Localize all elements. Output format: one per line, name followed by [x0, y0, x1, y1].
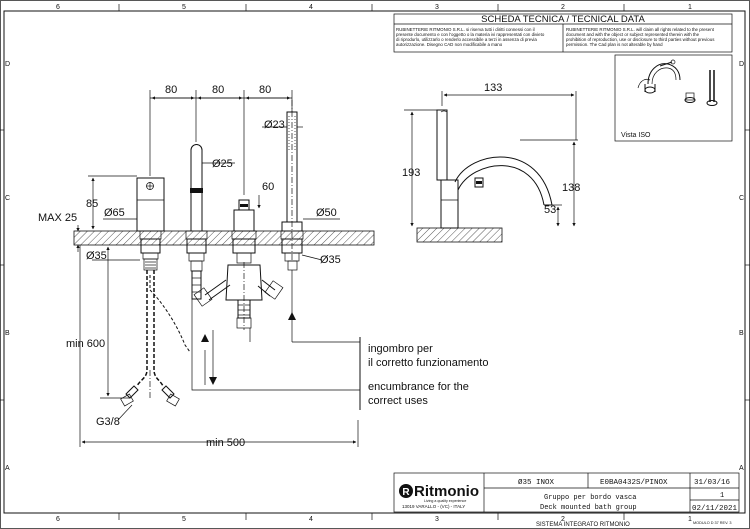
finish-code: Ø35 INOX [518, 478, 555, 487]
zone-left-d: D [5, 61, 10, 68]
zone-bottom-5: 5 [182, 516, 186, 523]
lever-mixer [136, 177, 165, 271]
footer-module: MODULO D 37 REV. 3 [693, 521, 731, 525]
installation-dimensions: min 600 min 500 G3/8 [66, 245, 359, 449]
brand-name: Ritmonio [414, 483, 479, 500]
zone-top-4: 4 [309, 4, 313, 11]
front-view: 80 80 80 [38, 84, 488, 449]
dim-d35-right: Ø35 [320, 254, 341, 266]
title-block: R Ritmonio Living a quality experience 1… [393, 472, 740, 513]
zone-bottom-4: 4 [309, 516, 313, 523]
dim-80-right: 80 [259, 84, 271, 96]
callout-it-line2: il corretto funzionamento [368, 357, 488, 369]
zone-left-b: B [5, 330, 10, 337]
deck-hatching [73, 230, 375, 246]
footer-system: SISTEMA INTEGRATO RITMONIO [536, 522, 630, 528]
deck-spout [185, 144, 208, 300]
iso-view-label: Vista ISO [621, 132, 651, 139]
diverter-valve [193, 199, 284, 330]
front-annotations: Ø23 Ø25 85 MAX 25 Ø65 60 Ø50 Ø35 Ø35 [38, 119, 341, 266]
dim-g38: G3/8 [96, 416, 120, 428]
brand-tagline: Living a quality experience [424, 499, 466, 503]
zone-left-a: A [5, 465, 10, 472]
description-english: Deck mounted bath group [540, 504, 637, 512]
product-code: E0BA0432S/PINOX [600, 479, 668, 487]
callout-en-line1: encumbrance for the [368, 381, 469, 393]
callout-en-line2: correct uses [368, 395, 428, 407]
description-italian: Gruppo per bordo vasca [544, 494, 636, 502]
iso-view-panel: Vista ISO [614, 54, 733, 142]
dim-min-600: min 600 [66, 338, 105, 350]
brand-address: 13019 VARALLO - (VC) - ITALY [402, 504, 465, 509]
dim-80-middle: 80 [212, 84, 224, 96]
dim-85: 85 [86, 198, 98, 210]
zone-right-c: C [739, 195, 744, 202]
zone-right-a: A [739, 465, 744, 472]
technical-data-header: SCHEDA TECNICA / TECNICAL DATA RUBINETTE… [393, 13, 733, 53]
zone-top-1: 1 [688, 4, 692, 11]
dim-max-25: MAX 25 [38, 212, 77, 224]
hand-shower [280, 100, 304, 271]
sheet-number: 1 [720, 492, 724, 500]
dim-d65: Ø65 [104, 207, 125, 219]
zone-left-c: C [5, 195, 10, 202]
dim-133: 133 [484, 82, 502, 94]
dim-53: 53 [544, 204, 556, 216]
callout-it-line1: ingombro per [368, 343, 433, 355]
side-deck-hatching [416, 227, 503, 243]
side-view: 133 193 138 53 [402, 82, 580, 243]
flex-hoses [120, 270, 191, 407]
date-revised: 02/11/2021 [692, 505, 738, 513]
side-dimensions: 133 193 138 53 [402, 82, 580, 227]
zone-top-6: 6 [56, 4, 60, 11]
dim-193: 193 [402, 167, 420, 179]
encumbrance-callout: ingombro per il corretto funzionamento e… [359, 337, 488, 410]
legal-note-italian: RUBINETTERIE RITMONIO S.R.L. si riserva … [396, 27, 546, 47]
legal-note-english: RUBINETTERIE RITMONIO S.R.L. will claim … [566, 27, 716, 47]
zone-bottom-6: 6 [56, 516, 60, 523]
zone-bottom-1: 1 [688, 516, 692, 523]
zone-bottom-2: 2 [561, 516, 565, 523]
zone-top-3: 3 [435, 4, 439, 11]
dim-138: 138 [562, 182, 580, 194]
spacing-dimensions: 80 80 80 [149, 84, 293, 195]
brand-logo-mark: R [402, 487, 410, 498]
dim-d50: Ø50 [316, 207, 337, 219]
side-spout-arc [454, 156, 553, 206]
zone-bottom-3: 3 [435, 516, 439, 523]
dim-60: 60 [262, 181, 274, 193]
dim-80-left: 80 [165, 84, 177, 96]
iso-faucet-illustration [637, 59, 718, 106]
brand-logo: R Ritmonio Living a quality experience 1… [399, 483, 479, 509]
date-created: 31/03/16 [694, 479, 731, 487]
dim-d25: Ø25 [212, 158, 233, 170]
zone-markers: 6 5 4 3 2 1 6 5 4 3 2 1 D C B A D C B A [0, 4, 750, 523]
zone-top-5: 5 [182, 4, 186, 11]
zone-right-b: B [739, 330, 744, 337]
dim-d23: Ø23 [264, 119, 285, 131]
encumbrance-outline [191, 270, 360, 391]
dim-d35-left: Ø35 [86, 250, 107, 262]
sheet-title: SCHEDA TECNICA / TECNICAL DATA [481, 14, 645, 25]
zone-top-2: 2 [561, 4, 565, 11]
zone-right-d: D [739, 61, 744, 68]
dim-min-500: min 500 [206, 437, 245, 449]
side-mixer-body [436, 109, 484, 229]
